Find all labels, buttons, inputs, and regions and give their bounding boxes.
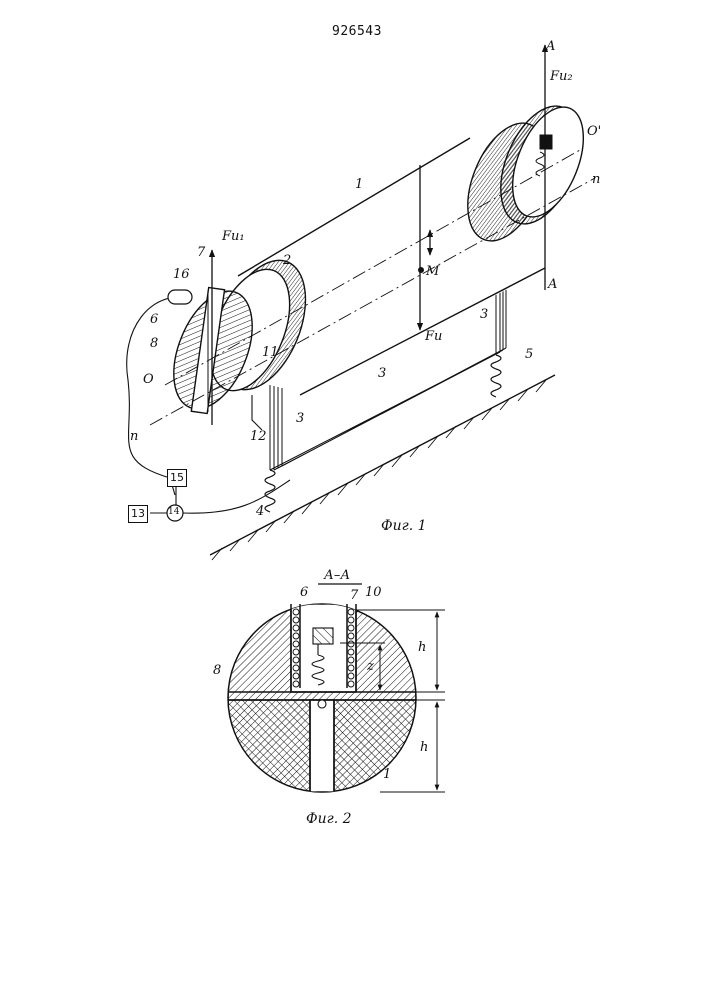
- force-fu-label: Fu: [425, 330, 442, 343]
- label-4: 4: [256, 505, 264, 518]
- fig2-h-bottom: h: [420, 741, 428, 754]
- connector-16: [168, 290, 192, 304]
- mass-label: M: [426, 265, 439, 278]
- label-3-left: 3: [296, 412, 304, 425]
- fig2-z-label: z: [367, 660, 374, 673]
- mass-point-marker: [418, 267, 424, 273]
- force-fu1-label: Fu₁: [222, 230, 245, 243]
- block-15: 15: [167, 469, 187, 487]
- label-8: 8: [150, 337, 158, 350]
- fig2-label-7: 7: [350, 589, 358, 602]
- fig2-label-6: 6: [300, 586, 308, 599]
- fig2-label-10: 10: [365, 586, 382, 599]
- right-flange: [452, 95, 597, 252]
- label-3-right: 3: [480, 308, 488, 321]
- axis-o-prime-label: O': [587, 125, 601, 138]
- label-7: 7: [197, 246, 205, 259]
- fig2-label-1: 1: [383, 768, 391, 781]
- block-13: 13: [128, 505, 148, 523]
- label-2: 2: [283, 254, 291, 267]
- axis-n-right-label: n: [592, 173, 600, 186]
- label-16: 16: [173, 268, 190, 281]
- spring-right: [491, 355, 501, 397]
- section-a-a-title: А–А: [324, 569, 350, 582]
- fig2-label-8: 8: [213, 664, 221, 677]
- axis-n-left-label: п: [130, 430, 138, 443]
- label-14: 14: [168, 508, 179, 517]
- label-12: 12: [250, 430, 267, 443]
- label-3-middle: 3: [378, 367, 386, 380]
- label-5: 5: [525, 348, 533, 361]
- fig2-h-top: h: [418, 641, 426, 654]
- figure-2-caption: Фиг. 2: [306, 812, 352, 826]
- label-6: 6: [150, 313, 158, 326]
- section-mark-top: A: [546, 40, 555, 53]
- label-1: 1: [355, 178, 363, 191]
- section-mark-bottom: A: [548, 278, 557, 291]
- figure-1-caption: Фиг. 1: [381, 519, 427, 533]
- axis-o-label: O: [143, 373, 154, 386]
- force-fu2-label: Fu₂: [550, 70, 573, 83]
- label-11: 11: [262, 346, 279, 359]
